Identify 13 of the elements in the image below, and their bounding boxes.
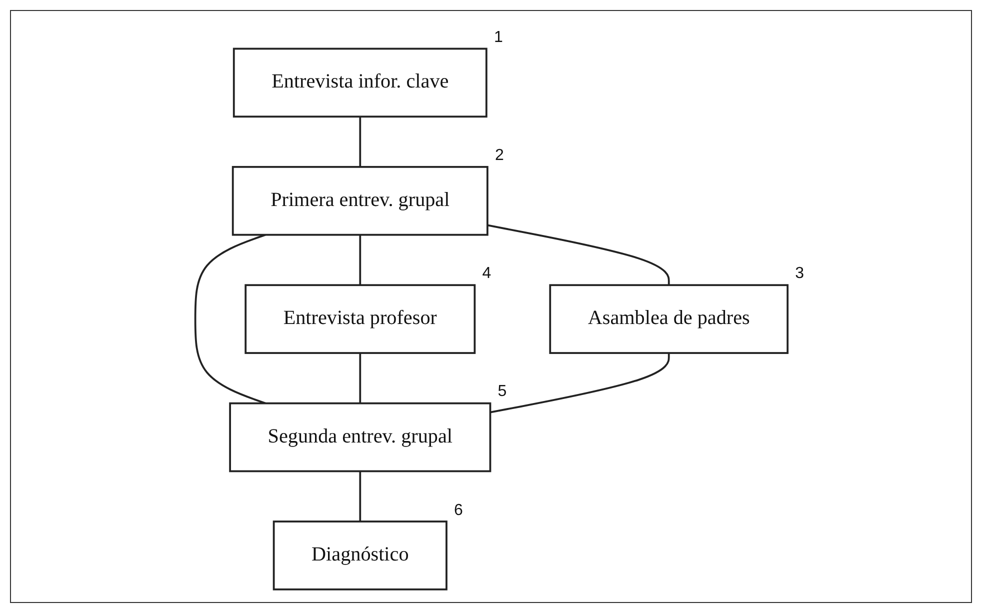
- node-box: Primera entrev. grupal: [231, 166, 488, 236]
- connector: [358, 116, 361, 167]
- connector: [358, 234, 361, 286]
- connector: [486, 224, 670, 286]
- connector: [358, 471, 361, 522]
- connector: [490, 353, 670, 414]
- node-box: Entrevista infor. clave: [232, 48, 487, 118]
- node-box: Entrevista profesor: [244, 284, 476, 354]
- connector: [194, 234, 266, 404]
- connector: [358, 353, 361, 404]
- node-box: Segunda entrev. grupal: [228, 402, 491, 472]
- node-box: Asamblea de padres: [548, 284, 788, 354]
- node-box: Diagnóstico: [272, 520, 447, 590]
